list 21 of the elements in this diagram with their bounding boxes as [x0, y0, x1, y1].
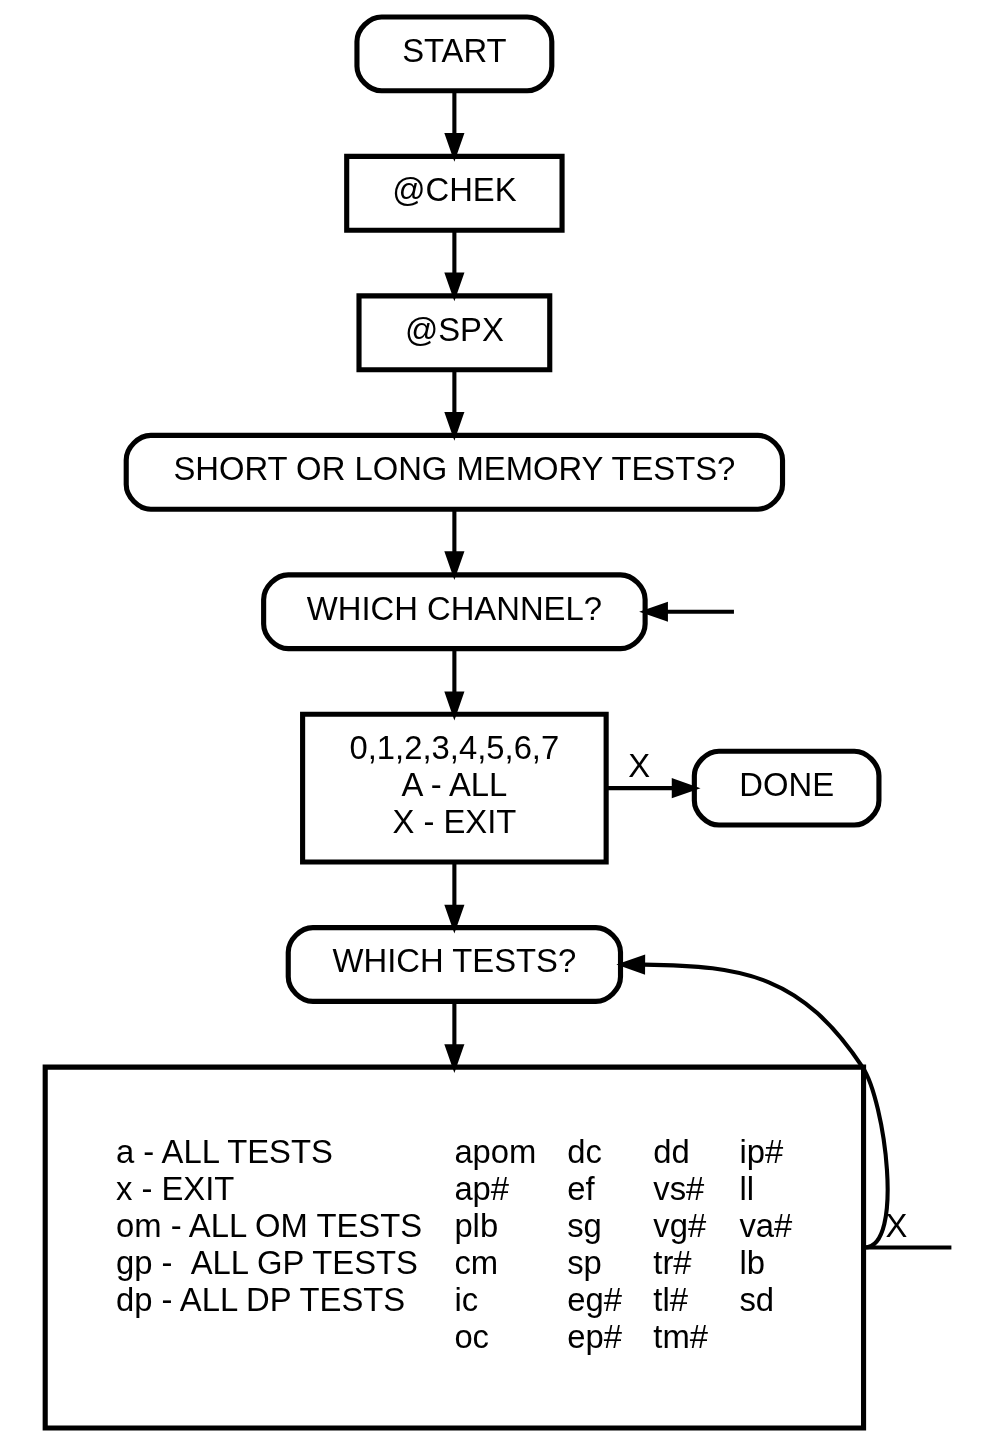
node-box: DONE: [691, 748, 882, 828]
node-box: @SPX: [356, 293, 553, 373]
node-box: a - ALL TESTS x - EXIT om - ALL OM TESTS gp - ALL GP TESTS dp - ALL DP TESTS apom ap# plb cm ic oc dc ef sg sp eg# ep# dd vs# vg# tr# tl# tm# ip# ll va# lb sd: [42, 1064, 867, 1431]
arrow: [444, 230, 465, 302]
arrow: [444, 509, 465, 581]
node-box: WHICH CHANNEL?: [261, 572, 648, 652]
connector: [864, 1245, 952, 1250]
node-box: @CHEK: [344, 153, 565, 233]
edge-label: X: [885, 1206, 908, 1244]
arrow: [444, 649, 465, 721]
arrow: [444, 370, 465, 441]
arrow: [606, 778, 701, 799]
node-box: 0,1,2,3,4,5,6,7 A - ALL X - EXIT: [300, 711, 609, 865]
edge-label: X: [628, 747, 651, 785]
node-box: START: [354, 14, 555, 94]
arrow: [444, 91, 465, 162]
node-box: WHICH TESTS?: [285, 925, 624, 1004]
arrow: [444, 862, 465, 934]
arrow: [639, 601, 734, 622]
node-box: SHORT OR LONG MEMORY TESTS?: [123, 432, 786, 512]
arrow: [444, 1001, 465, 1073]
